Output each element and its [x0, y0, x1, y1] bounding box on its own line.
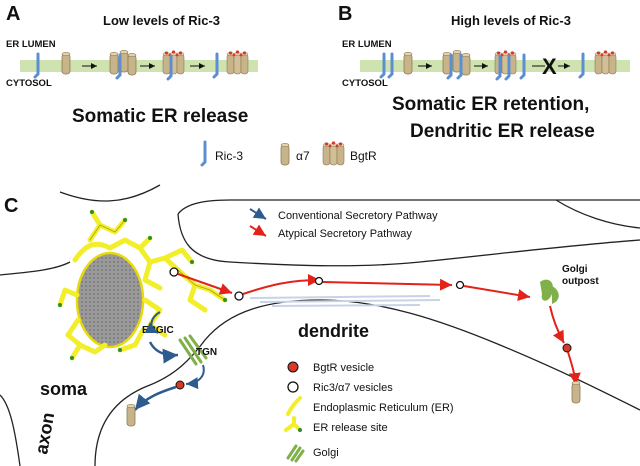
a7-icon: [127, 53, 137, 76]
a7-icon: [403, 52, 413, 75]
label-soma: soma: [40, 379, 88, 399]
panel-a-er-lumen: ER LUMEN: [6, 39, 56, 50]
bgtr-icon: [594, 49, 617, 75]
label-ergic: ERGIC: [142, 325, 174, 336]
er-release-legend-icon: [284, 416, 302, 432]
ric3-vesicle: [234, 291, 244, 301]
a7-icon: [461, 53, 471, 76]
bgtr-vesicle-legend-icon: [287, 361, 299, 373]
panel-b-title: High levels of Ric-3: [451, 13, 571, 28]
a7-icon: [61, 52, 71, 75]
conventional-arrow-icon: [148, 341, 179, 364]
conventional-arrow-icon: [134, 385, 177, 411]
panel-a-caption: Somatic ER release: [72, 106, 248, 127]
ric3-vesicle: [455, 280, 465, 290]
ric3-legend-icon: [200, 140, 207, 167]
golgi-soma: [178, 334, 208, 366]
ric3-vesicle-legend-icon: [287, 381, 299, 393]
atypical-arrow-icon: [177, 273, 233, 295]
cell-outlines: [0, 184, 640, 466]
legend-ric3: Ric-3: [215, 149, 243, 163]
bgtr-icon: [226, 49, 249, 75]
conventional-arrow-icon: [249, 207, 267, 220]
panel-b-er-lumen: ER LUMEN: [342, 39, 392, 50]
label-tgn: TGN: [196, 347, 217, 358]
legend-golgi: Golgi: [313, 447, 339, 459]
panel-a-title: Low levels of Ric-3: [103, 13, 220, 28]
atypical-arrow-icon: [463, 285, 531, 301]
panel-b-cytosol: CYTOSOL: [342, 78, 388, 89]
conventional-arrow-icon: [185, 364, 205, 390]
atypical-arrow-icon: [322, 278, 453, 291]
atypical-arrow-icon: [567, 351, 581, 386]
legend-conventional: Conventional Secretory Pathway: [278, 210, 438, 222]
panel-b-caption-line2: Dendritic ER release: [410, 121, 595, 142]
microtubules: [249, 295, 441, 307]
er-release-sites: [58, 210, 227, 360]
atypical-arrow-icon: [249, 224, 267, 237]
bgtr-legend-icon: [322, 140, 345, 166]
ric3-vesicle: [314, 276, 324, 286]
panel-a-er-membrane: [20, 60, 258, 72]
panel-a-cytosol: CYTOSOL: [6, 78, 52, 89]
block-mark: X: [542, 54, 557, 79]
legend-a7: α7: [296, 149, 310, 163]
panel-a: A Low levels of Ric-3 ER LUMEN CYTOSOL S…: [6, 3, 258, 127]
label-golgi-outpost-1: Golgi: [562, 264, 588, 275]
atypical-arrow-icon: [242, 274, 321, 295]
conventional-arrow-icon: [144, 311, 161, 334]
legend-er: Endoplasmic Reticulum (ER): [313, 402, 454, 414]
panel-b: B High levels of Ric-3 ER LUMEN CYTOSOL …: [338, 3, 630, 142]
a7-icon: [109, 52, 119, 75]
top-legend: Ric-3 α7 BgtR: [200, 140, 377, 167]
bgtr-icon: [162, 49, 185, 75]
a7-legend-icon: [280, 142, 290, 166]
legend-bgtr: BgtR: [350, 149, 377, 163]
panel-b-caption-line1: Somatic ER retention,: [392, 94, 589, 115]
label-golgi-outpost-2: outpost: [562, 276, 599, 287]
er-legend-icon: [286, 396, 302, 416]
label-dendrite: dendrite: [298, 321, 369, 341]
nucleus: [75, 251, 145, 349]
panel-a-letter: A: [6, 3, 20, 25]
panel-c-letter: C: [4, 195, 18, 217]
ric3-vesicle: [169, 267, 179, 277]
legend-bgtr-vesicle: BgtR vesicle: [313, 362, 374, 374]
panel-c-legend: BgtR vesicle Ric3/α7 vesicles Endoplasmi…: [284, 361, 454, 463]
legend-atypical: Atypical Secretory Pathway: [278, 228, 412, 240]
surface-receptor-icon: [126, 403, 136, 427]
legend-ric3-vesicles: Ric3/α7 vesicles: [313, 382, 393, 394]
bgtr-icon: [494, 49, 517, 75]
atypical-arrow-icon: [549, 305, 565, 344]
panel-c: C Conventional Secretory Pathway Atypica…: [0, 184, 640, 466]
golgi-legend-icon: [286, 444, 305, 463]
panel-b-letter: B: [338, 3, 352, 25]
surface-receptor-icon: [571, 380, 581, 404]
bgtr-vesicle: [175, 380, 185, 390]
golgi-outpost: [540, 279, 559, 304]
bgtr-vesicle: [562, 343, 572, 353]
legend-er-release: ER release site: [313, 422, 388, 434]
label-axon: axon: [31, 411, 58, 456]
